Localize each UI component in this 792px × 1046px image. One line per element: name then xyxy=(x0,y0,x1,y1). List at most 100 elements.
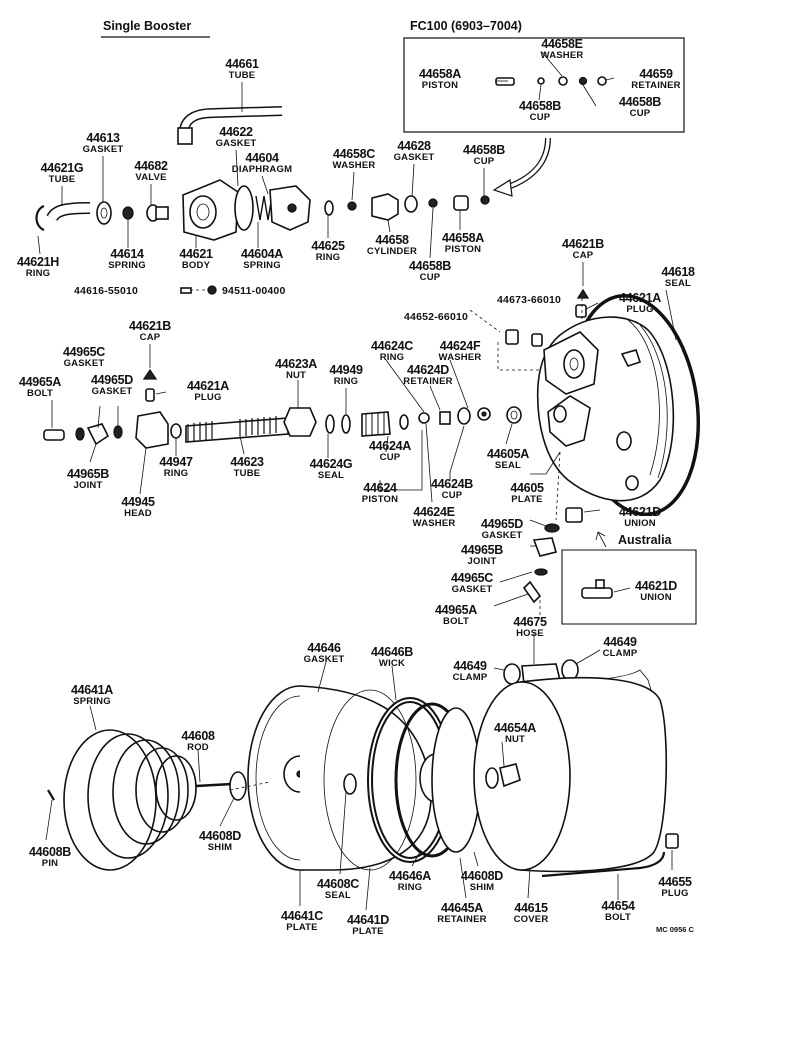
part-name: PLUG xyxy=(626,304,653,315)
region-label: Australia xyxy=(618,533,673,547)
tube-44623 xyxy=(185,417,289,443)
part-number: 44624 xyxy=(363,481,397,495)
part-number: 44649 xyxy=(603,635,637,649)
ring-44621H xyxy=(35,204,45,232)
piston-44624 xyxy=(361,411,391,437)
labels: Single Booster FC100 (6903–7004) Austral… xyxy=(74,19,695,934)
part-name: SEAL xyxy=(325,890,351,901)
part-name: WASHER xyxy=(333,160,376,171)
nut-44623A xyxy=(283,407,317,437)
part-name: PLUG xyxy=(661,888,688,899)
part-name: TUBE xyxy=(234,468,261,479)
part-number: 44623A xyxy=(275,357,317,371)
part-number: 44624E xyxy=(413,505,454,519)
part-number: 44605 xyxy=(510,481,544,495)
gasket-44613 xyxy=(96,201,112,225)
part-name: GASKET xyxy=(482,530,523,541)
part-name: CUP xyxy=(380,452,401,463)
part-number: 44624C xyxy=(371,339,413,353)
part-name: GASKET xyxy=(83,144,124,155)
part-number: 44608D xyxy=(461,869,503,883)
diagram-title: Single Booster xyxy=(103,19,191,33)
part-number: 44604A xyxy=(241,247,283,261)
part-name: SPRING xyxy=(243,260,281,271)
part-name: RING xyxy=(398,882,423,893)
part-number: 44658C xyxy=(333,147,375,161)
part-name: CAP xyxy=(140,332,161,343)
part-number: 44624A xyxy=(369,439,411,453)
part-name: GASKET xyxy=(64,358,105,369)
part-name: CUP xyxy=(630,108,651,119)
part-name: PISTON xyxy=(362,494,398,505)
part-name: PLATE xyxy=(511,494,542,505)
part-name: PISTON xyxy=(422,80,458,91)
part-number: 44965B xyxy=(67,467,109,481)
part-number: 44621G xyxy=(41,161,84,175)
part-number: 44621A xyxy=(187,379,229,393)
part-number: 44649 xyxy=(453,659,487,673)
model-range: FC100 (6903–7004) xyxy=(410,19,522,33)
part-name: PLATE xyxy=(352,926,383,937)
part-number: 44655 xyxy=(658,875,692,889)
part-number: 44608 xyxy=(181,729,215,743)
part-name: GASKET xyxy=(304,654,345,665)
part-number: 44608D xyxy=(199,829,241,843)
part-name: CUP xyxy=(442,490,463,501)
part-number: 44658E xyxy=(541,37,582,51)
part-name: COVER xyxy=(514,914,549,925)
part-number: 44621A xyxy=(619,291,661,305)
head-44945 xyxy=(135,411,169,449)
part-name: WASHER xyxy=(541,50,584,61)
part-name: RING xyxy=(164,468,189,479)
part-name: JOINT xyxy=(74,480,103,491)
fastener-number: 44673-66010 xyxy=(497,294,561,306)
part-number: 44675 xyxy=(513,615,547,629)
part-number: 44604 xyxy=(245,151,279,165)
part-name: BOLT xyxy=(605,912,631,923)
part-name: GASKET xyxy=(452,584,493,595)
part-number: 44658B xyxy=(463,143,505,157)
part-name: BOLT xyxy=(27,388,53,399)
part-number: 44658B xyxy=(619,95,661,109)
part-name: RING xyxy=(334,376,359,387)
part-name: RING xyxy=(316,252,341,263)
part-name: CAP xyxy=(573,250,594,261)
part-name: WASHER xyxy=(413,518,456,529)
part-name: GASKET xyxy=(92,386,133,397)
part-number: 44641A xyxy=(71,683,113,697)
joint-44965B xyxy=(86,423,110,446)
